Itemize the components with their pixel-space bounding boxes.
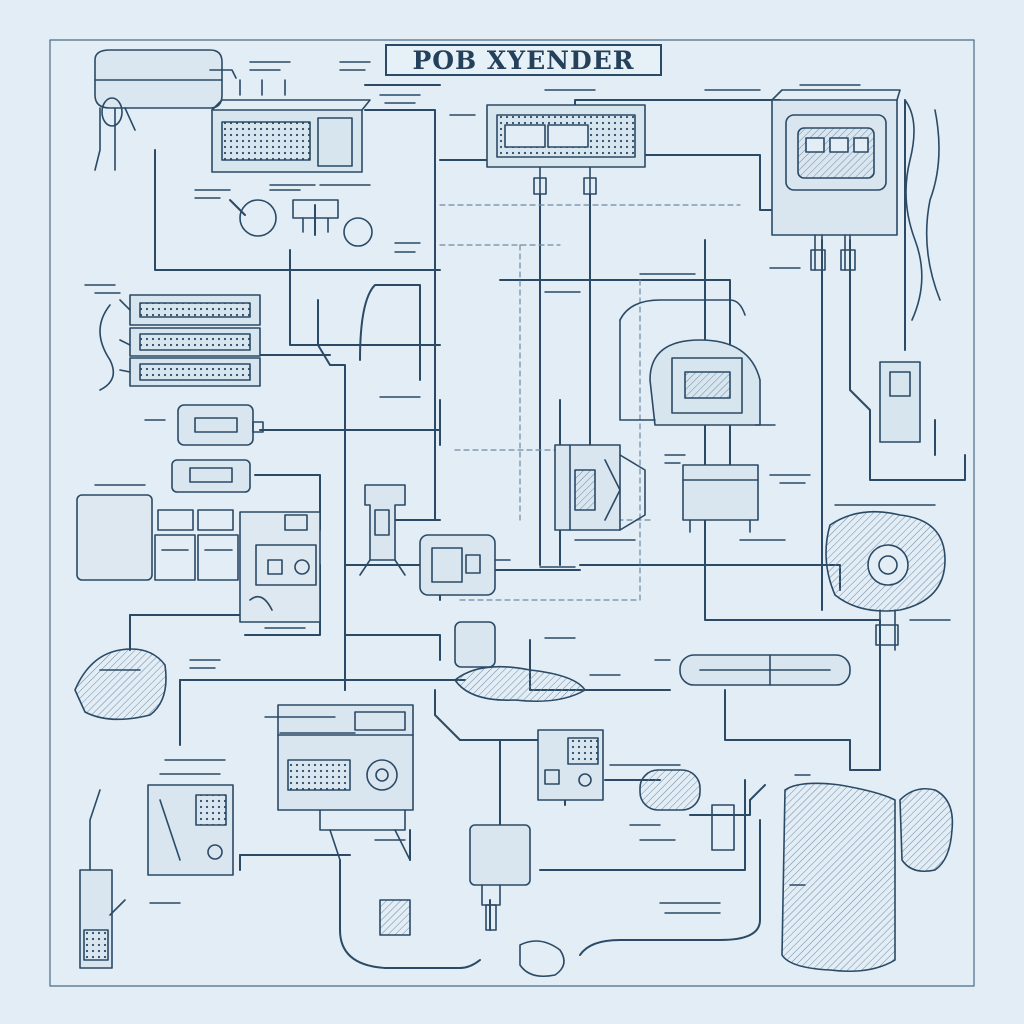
sheet-border — [49, 39, 975, 987]
top-left-connector — [94, 49, 237, 171]
housing-bottom-right — [639, 769, 954, 973]
annotation-marks — [84, 61, 951, 941]
sensor-assembly-right — [825, 510, 946, 651]
junction-box-center — [419, 534, 511, 596]
diagram-title: POB XYENDER — [412, 45, 635, 75]
valve-group-center — [454, 621, 586, 703]
rack-units-left — [99, 294, 261, 391]
main-controller-lower — [277, 704, 414, 861]
bracket-small-bottom — [379, 804, 735, 936]
motor-housing — [619, 299, 761, 426]
connector-left-mid — [74, 648, 167, 721]
handheld-unit — [79, 789, 126, 969]
controller-board-top — [486, 104, 646, 196]
box-lower-left — [147, 784, 234, 876]
transducer-bottom — [469, 824, 565, 978]
control-panel-top-right — [771, 89, 901, 286]
plug-modules-left — [171, 404, 264, 493]
tube-assembly — [679, 654, 851, 686]
cabinet-right — [682, 464, 759, 533]
relay-module-top-left — [211, 79, 371, 173]
sensor-junction — [239, 189, 373, 247]
title-box: POB XYENDER — [385, 44, 662, 76]
right-harness — [879, 99, 941, 443]
panel-cluster-left — [76, 494, 321, 623]
enclosure-center — [554, 444, 646, 531]
terminal-device-center — [537, 729, 604, 801]
bracket-device — [359, 484, 406, 576]
